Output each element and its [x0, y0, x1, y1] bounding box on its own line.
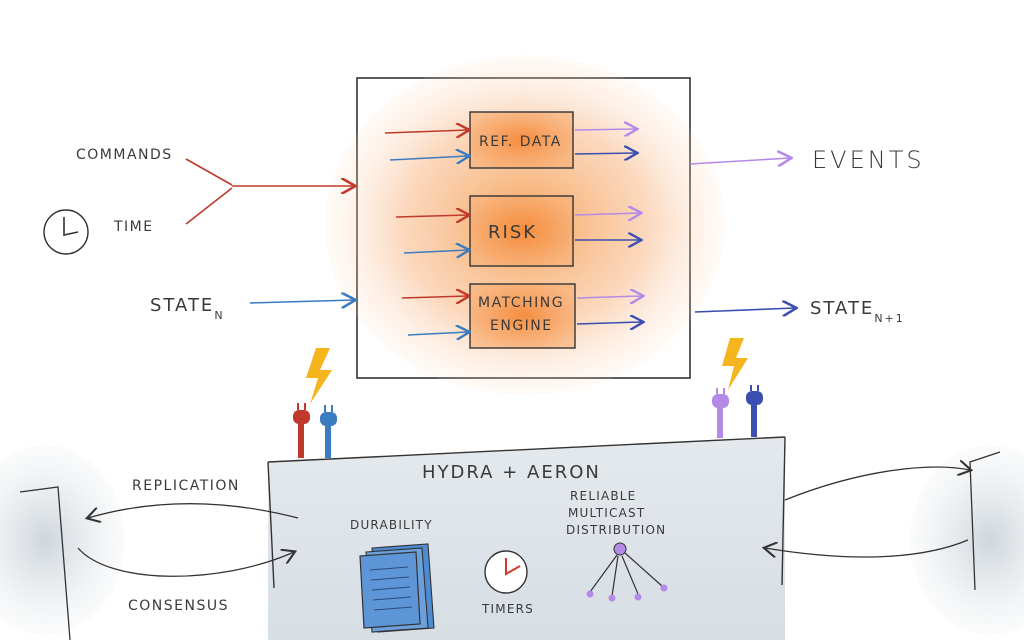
left-node	[19, 486, 71, 640]
multicast-label-3: DISTRIBUTION	[566, 523, 666, 537]
ref-data-box: REF. DATA	[469, 111, 574, 169]
plugs-right	[712, 338, 763, 438]
state-out-arrow	[694, 308, 795, 312]
lightning-icon-left	[306, 348, 332, 404]
inputs-section: COMMANDS TIME STATEN	[43, 147, 354, 322]
consensus-label: CONSENSUS	[128, 598, 229, 614]
consensus-arrow-right	[765, 539, 969, 558]
outputs-section: EVENTS STATEN+1	[689, 146, 925, 325]
multicast-label-1: RELIABLE	[570, 489, 636, 503]
state-in-label: STATEN	[150, 295, 225, 322]
timer-clock-icon	[484, 550, 528, 594]
replication-label: REPLICATION	[132, 478, 240, 494]
engine-section: REF. DATA RISK MATCHING ENGINE	[325, 55, 725, 395]
multicast-distribution-icon	[586, 542, 668, 602]
red-plug-icon	[293, 403, 310, 458]
replication-arrow-right	[784, 467, 970, 501]
matching-label-1: MATCHING	[478, 295, 564, 311]
navy-plug-icon	[746, 385, 763, 437]
lightning-icon-right	[722, 338, 748, 390]
durability-label: DURABILITY	[350, 518, 433, 532]
replication-arrow	[88, 503, 299, 518]
plugs-left	[293, 348, 337, 458]
matching-engine-box: MATCHING ENGINE	[469, 283, 576, 349]
risk-label: RISK	[488, 222, 537, 243]
multicast-label-2: MULTICAST	[568, 506, 645, 520]
platform-title: HYDRA + AERON	[422, 462, 601, 483]
platform-section: HYDRA + AERON REPLICATION CONSENSUS DURA…	[0, 436, 1024, 640]
blue-plug-icon	[320, 405, 337, 458]
matching-label-2: ENGINE	[490, 318, 553, 334]
time-arrow	[185, 187, 233, 225]
document-stack-icon	[359, 543, 435, 633]
timers-label: TIMERS	[481, 602, 534, 616]
clock-icon	[43, 209, 89, 255]
state-out-label: STATEN+1	[810, 298, 905, 325]
consensus-arrow	[77, 547, 294, 577]
events-label: EVENTS	[812, 146, 925, 174]
events-arrow	[689, 158, 790, 164]
state-in-arrow	[249, 300, 354, 303]
purple-plug-icon	[712, 388, 729, 438]
risk-box: RISK	[469, 195, 574, 267]
time-label: TIME	[113, 219, 154, 235]
commands-label: COMMANDS	[76, 147, 173, 163]
commands-arrow	[185, 158, 233, 186]
ref-data-label: REF. DATA	[479, 134, 562, 150]
